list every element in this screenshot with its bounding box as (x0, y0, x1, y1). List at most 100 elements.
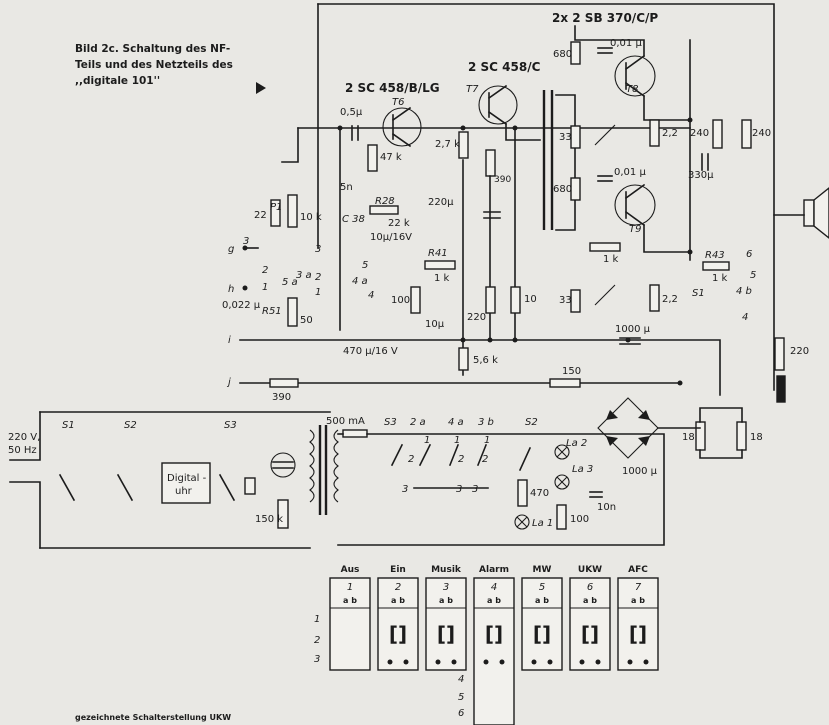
contact-dot (499, 659, 505, 665)
resistor-r43 (702, 261, 730, 271)
switch-col-num: 5 (539, 582, 545, 593)
wire (699, 449, 743, 459)
r-18b: 18 (750, 432, 763, 443)
switch-col-num: 6 (587, 582, 593, 593)
contact-bridge-icon: [] (533, 622, 551, 646)
wire (624, 183, 646, 200)
c-10n: 10n (597, 502, 616, 513)
caption-line-1: Bild 2c. Schaltung des NF- (75, 43, 230, 55)
term-j: j (226, 377, 231, 388)
mains-hz: 50 Hz (8, 445, 37, 456)
ps-s2: S2 (124, 420, 137, 431)
ntc-thermistor (594, 124, 616, 146)
r41: R41 (428, 248, 448, 259)
n4b: 4 (742, 312, 748, 323)
n3b: 3 (315, 244, 321, 255)
switch-col-num: 3 (443, 582, 449, 593)
ps-s1: S1 (62, 420, 75, 431)
r-56k: 5,6 k (473, 355, 498, 366)
c-220u: 220µ (428, 197, 454, 208)
switch-contact (418, 443, 432, 467)
switch-col-box (521, 577, 563, 671)
switch-col-name: Musik (431, 565, 462, 575)
c-1000a: 1000 µ (615, 324, 651, 335)
switch-col-num: 2 (395, 582, 401, 593)
s3a: 3 a (296, 270, 312, 281)
n3a: 3 (243, 236, 249, 247)
resistor-22a (649, 119, 660, 147)
junction-dot (625, 337, 631, 343)
caption-line-3: ,,digitale 101'' (75, 75, 160, 87)
junction-dot (677, 380, 683, 386)
b-2a: 2 a (410, 417, 426, 428)
r43: R43 (705, 250, 725, 261)
t8t9-type: 2x 2 SB 370/C/P (552, 11, 658, 25)
s4a: 4 a (352, 276, 368, 287)
b-one-a: 1 (424, 435, 430, 446)
contact-dot (579, 659, 585, 665)
junction-dot (460, 337, 466, 343)
transformer-primary (309, 429, 315, 503)
term-i: i (228, 335, 231, 346)
r-22a: 2,2 (662, 128, 678, 139)
resistor-22b (649, 284, 660, 312)
switch-col-box (473, 577, 515, 725)
t6-type: 2 SC 458/B/LG (345, 81, 440, 95)
resistor-240b (741, 119, 752, 149)
wire (487, 84, 508, 100)
contact-dot (595, 659, 601, 665)
r-240a: 240 (690, 128, 709, 139)
b-3b: 3 b (478, 417, 494, 428)
potentiometer-p1 (287, 194, 298, 228)
contact-dot (643, 659, 649, 665)
resistor-220b (774, 337, 785, 371)
neon-lamp-icon (270, 452, 296, 478)
c-05u: 0,5µ (340, 107, 363, 118)
junction-dot (512, 125, 518, 131)
r-680a: 680 (553, 49, 572, 60)
b-two-b: 2 (458, 454, 464, 465)
ps-s3: S3 (224, 420, 237, 431)
transistor-t8 (614, 55, 656, 97)
wire (391, 106, 412, 122)
p1: P1 (270, 202, 282, 213)
contact-bridge-icon: [] (581, 622, 599, 646)
junction-dot (512, 337, 518, 343)
resistor-100a (410, 286, 421, 314)
lamp-la3-icon (554, 474, 570, 490)
wire (487, 110, 508, 126)
s5a: 5 a (282, 277, 298, 288)
n4: 4 (368, 290, 374, 301)
resistor-33b (570, 289, 581, 313)
contact-dot (483, 659, 489, 665)
switch-col-box (569, 577, 611, 671)
r-390b: 390 (272, 392, 291, 403)
r-33b: 33 (559, 295, 572, 306)
footnote: gezeichnete Schalterstellung UKW (75, 713, 231, 722)
c-10u: 10µ (425, 319, 445, 330)
wire (239, 339, 721, 396)
contact-dot (531, 659, 537, 665)
r41-val: 1 k (434, 273, 450, 284)
junction-dot (337, 125, 343, 131)
contact-dot (451, 659, 457, 665)
wire (505, 123, 541, 141)
caption-line-2: Teils und des Netzteils des (75, 59, 233, 71)
ntc-thermistor (594, 284, 616, 306)
c38-val: 10µ/16V (370, 232, 412, 243)
switch-col-name: MW (533, 565, 552, 575)
r-27k: 2,7 k (435, 139, 460, 150)
wire (643, 224, 691, 253)
wire (624, 54, 646, 71)
contact-bridge-icon: [] (629, 622, 647, 646)
r-22k-a: 22 k (254, 210, 276, 221)
switch-col-name: UKW (578, 565, 602, 575)
r-240b: 240 (752, 128, 771, 139)
b-s2: S2 (525, 417, 538, 428)
transistor-t6 (382, 107, 422, 147)
wire (555, 94, 576, 231)
r-220a: 220 (467, 312, 486, 323)
resistor-22k (270, 199, 281, 227)
r-33a: 33 (559, 132, 572, 143)
